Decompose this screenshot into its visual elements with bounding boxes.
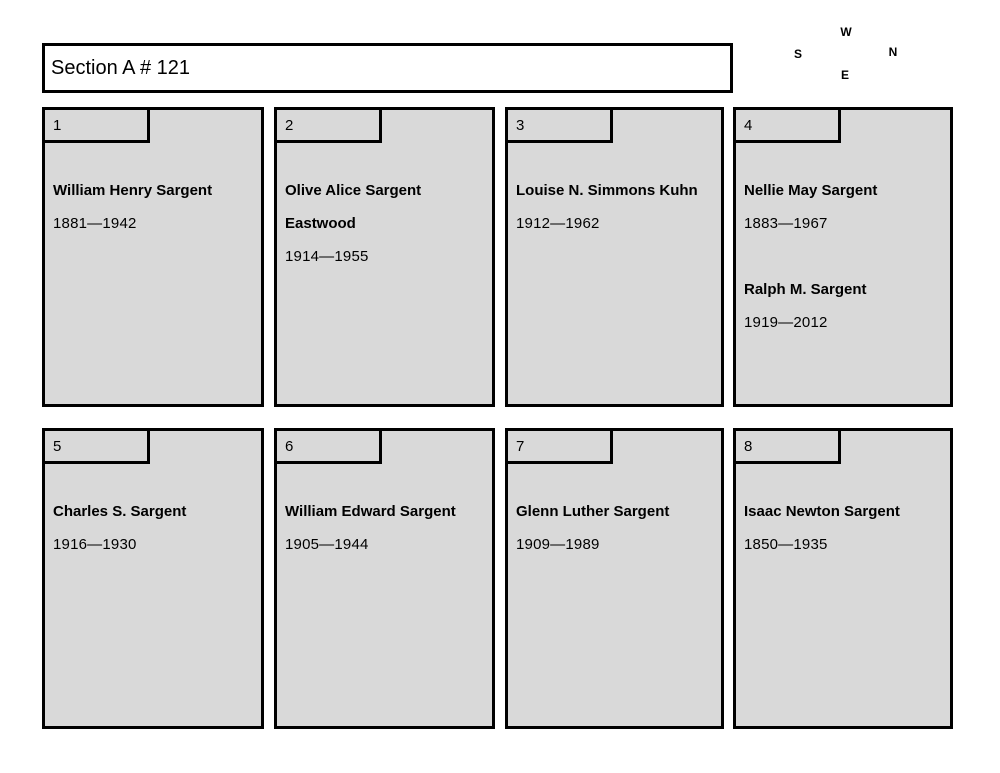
plot-card-body: Charles S. Sargent 1916—1930 xyxy=(45,431,261,561)
section-title-box: Section A # 121 xyxy=(42,43,733,93)
plot-number-tab: 5 xyxy=(42,428,150,464)
occupant-dates-2: 1919—2012 xyxy=(744,314,828,331)
occupant-name: Nellie May Sargent xyxy=(744,182,878,199)
plot-card-8: 8 Isaac Newton Sargent 1850—1935 xyxy=(733,428,953,729)
occupant-name: Louise N. Simmons Kuhn xyxy=(516,182,698,199)
occupant-dates: 1883—1967 xyxy=(744,215,828,232)
occupant-name-2: Ralph M. Sargent xyxy=(744,281,867,298)
occupant-dates: 1912—1962 xyxy=(516,215,600,232)
plot-card-2: 2 Olive Alice Sargent Eastwood 1914—1955 xyxy=(274,107,495,407)
occupant-name: William Edward Sargent xyxy=(285,503,456,520)
occupant-dates: 1916—1930 xyxy=(53,536,137,553)
plot-number-tab: 6 xyxy=(274,428,382,464)
occupant-dates: 1881—1942 xyxy=(53,215,137,232)
occupant-dates: 1850—1935 xyxy=(744,536,828,553)
occupant-name: Glenn Luther Sargent xyxy=(516,503,670,520)
compass-label-n: N xyxy=(888,45,898,59)
plot-number: 8 xyxy=(744,437,753,455)
plot-number-tab: 8 xyxy=(733,428,841,464)
compass-label-w: W xyxy=(840,25,852,39)
plot-card-body: Glenn Luther Sargent 1909—1989 xyxy=(508,431,721,561)
occupant-name: Charles S. Sargent xyxy=(53,503,187,520)
compass-label-s: S xyxy=(793,47,803,61)
plot-number: 6 xyxy=(285,437,294,455)
plot-card-1: 1 William Henry Sargent 1881—1942 xyxy=(42,107,264,407)
plot-card-body: William Henry Sargent 1881—1942 xyxy=(45,110,261,240)
plot-card-body: Louise N. Simmons Kuhn 1912—1962 xyxy=(508,110,721,240)
plot-number-tab: 7 xyxy=(505,428,613,464)
occupant-surname: Eastwood xyxy=(285,215,356,232)
plot-card-4: 4 Nellie May Sargent 1883—1967 Ralph M. … xyxy=(733,107,953,407)
plot-card-body: Nellie May Sargent 1883—1967 Ralph M. Sa… xyxy=(736,110,950,339)
plot-card-body: Olive Alice Sargent Eastwood 1914—1955 xyxy=(277,110,492,273)
plot-number: 7 xyxy=(516,437,525,455)
section-title: Section A # 121 xyxy=(51,56,191,79)
plot-number: 1 xyxy=(53,116,62,134)
occupant-name: Olive Alice Sargent xyxy=(285,182,422,199)
plot-number: 2 xyxy=(285,116,294,134)
compass-label-e: E xyxy=(840,68,850,82)
spacer-line xyxy=(744,240,942,273)
plot-card-6: 6 William Edward Sargent 1905—1944 xyxy=(274,428,495,729)
plot-number-tab: 3 xyxy=(505,107,613,143)
plot-card-body: Isaac Newton Sargent 1850—1935 xyxy=(736,431,950,561)
occupant-dates: 1909—1989 xyxy=(516,536,600,553)
plot-card-7: 7 Glenn Luther Sargent 1909—1989 xyxy=(505,428,724,729)
plot-number-tab: 1 xyxy=(42,107,150,143)
plot-card-body: William Edward Sargent 1905—1944 xyxy=(277,431,492,561)
plot-number: 3 xyxy=(516,116,525,134)
plot-number-tab: 2 xyxy=(274,107,382,143)
occupant-name: William Henry Sargent xyxy=(53,182,213,199)
occupant-dates: 1914—1955 xyxy=(285,248,369,265)
plot-number: 4 xyxy=(744,116,753,134)
plot-number: 5 xyxy=(53,437,62,455)
plot-number-tab: 4 xyxy=(733,107,841,143)
plot-card-5: 5 Charles S. Sargent 1916—1930 xyxy=(42,428,264,729)
occupant-name: Isaac Newton Sargent xyxy=(744,503,900,520)
occupant-dates: 1905—1944 xyxy=(285,536,369,553)
plot-card-3: 3 Louise N. Simmons Kuhn 1912—1962 xyxy=(505,107,724,407)
